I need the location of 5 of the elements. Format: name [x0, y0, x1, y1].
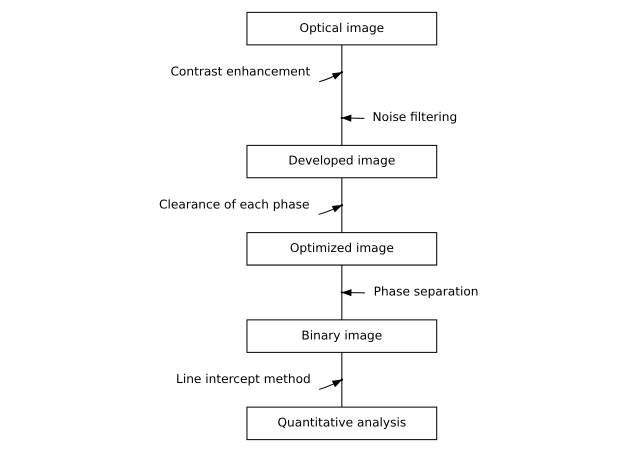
node-text: Phase separation [374, 284, 478, 299]
node-text: Noise filtering [372, 110, 458, 124]
node-text: Line intercept method [176, 372, 311, 386]
node-text: Contrast enhancement [170, 64, 310, 78]
node-text: Clearance of each phase [159, 197, 310, 212]
